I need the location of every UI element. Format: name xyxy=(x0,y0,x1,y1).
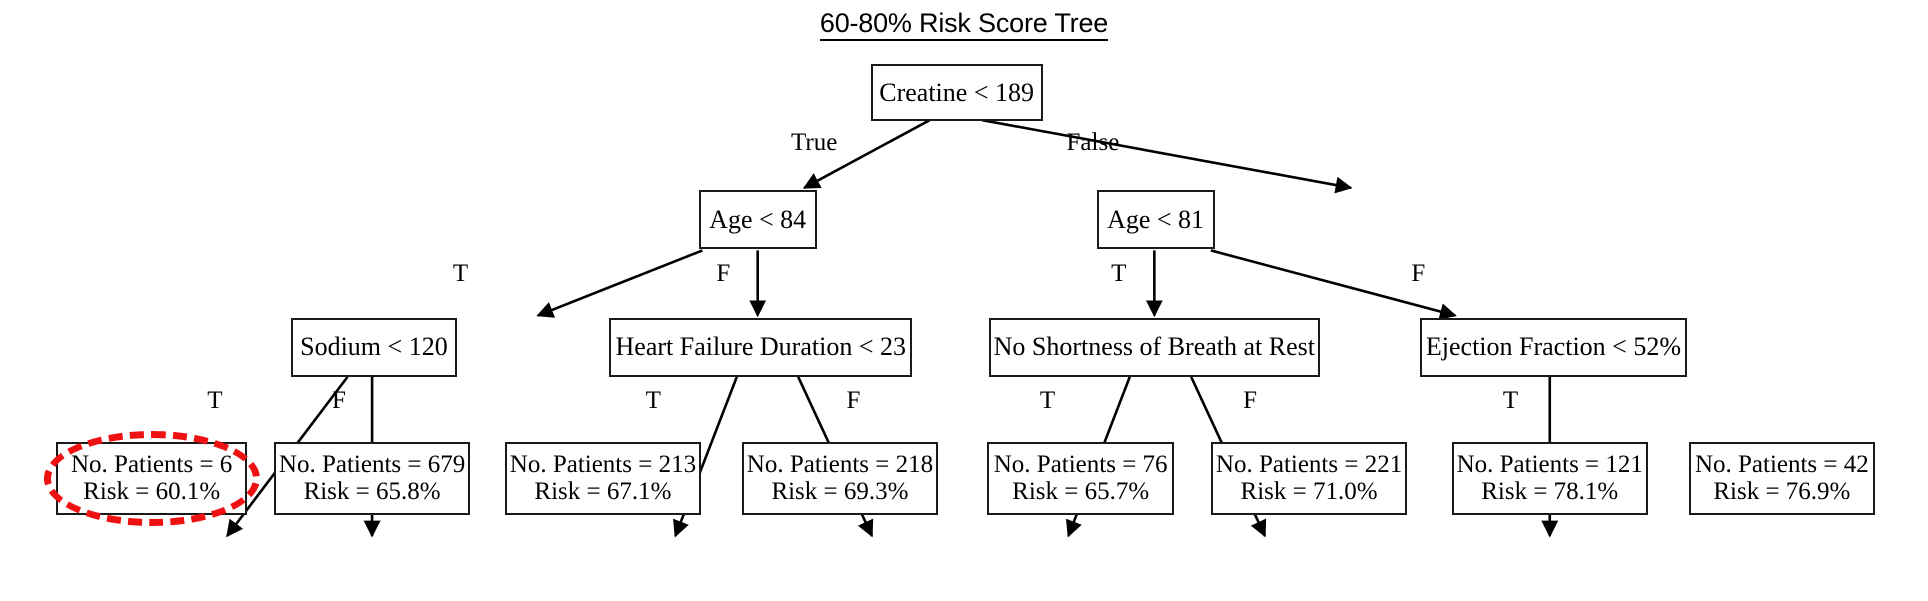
leaf-node-4[interactable]: No. Patients = 218 Risk = 69.3% xyxy=(741,441,939,515)
edge-label-nosob-f: F xyxy=(1243,386,1258,414)
node-age84[interactable]: Age < 84 xyxy=(698,190,817,250)
node-age81-label: Age < 81 xyxy=(1107,204,1205,234)
node-no-shortness-of-breath-label: No Shortness of Breath at Rest xyxy=(993,332,1315,362)
edge-label-nosob-t: T xyxy=(1039,386,1056,414)
edge-label-root-true: True xyxy=(791,128,838,156)
node-heart-failure-duration-label: Heart Failure Duration < 23 xyxy=(615,332,906,362)
edge-age84-to-sodium xyxy=(536,249,703,318)
node-creatine-label: Creatine < 189 xyxy=(879,77,1034,107)
node-ejection-fraction[interactable]: Ejection Fraction < 52% xyxy=(1419,318,1688,377)
leaf-node-2-risk: Risk = 65.8% xyxy=(303,478,441,506)
leaf-node-7-patients: No. Patients = 121 xyxy=(1456,451,1643,479)
node-ejection-fraction-label: Ejection Fraction < 52% xyxy=(1425,332,1681,362)
node-creatine[interactable]: Creatine < 189 xyxy=(870,63,1043,122)
leaf-node-6[interactable]: No. Patients = 221 Risk = 71.0% xyxy=(1210,441,1408,515)
leaf-node-6-risk: Risk = 71.0% xyxy=(1240,478,1378,506)
edge-label-age81-t: T xyxy=(1111,260,1127,288)
leaf-node-4-patients: No. Patients = 218 xyxy=(746,451,934,479)
node-heart-failure-duration[interactable]: Heart Failure Duration < 23 xyxy=(609,318,913,377)
leaf-node-3[interactable]: No. Patients = 213 Risk = 67.1% xyxy=(504,441,702,515)
leaf-node-1-risk: Risk = 60.1% xyxy=(83,478,221,506)
node-no-shortness-of-breath[interactable]: No Shortness of Breath at Rest xyxy=(988,318,1321,377)
edge-label-age84-t: T xyxy=(452,260,469,288)
leaf-node-8-patients: No. Patients = 42 xyxy=(1694,451,1869,479)
leaf-node-8-risk: Risk = 76.9% xyxy=(1713,478,1851,506)
leaf-node-1[interactable]: No. Patients = 6 Risk = 60.1% xyxy=(56,441,247,515)
edge-label-root-false: False xyxy=(1066,128,1120,156)
leaf-node-3-risk: Risk = 67.1% xyxy=(534,478,672,506)
leaf-node-5[interactable]: No. Patients = 76 Risk = 65.7% xyxy=(987,441,1174,515)
edge-label-age84-f: F xyxy=(716,260,731,288)
node-age81[interactable]: Age < 81 xyxy=(1096,190,1215,250)
leaf-node-4-risk: Risk = 69.3% xyxy=(771,478,909,506)
edge-age81-to-ef xyxy=(1210,249,1457,320)
node-age84-label: Age < 84 xyxy=(709,204,807,234)
leaf-node-5-risk: Risk = 65.7% xyxy=(1012,478,1150,506)
figure-title-text: 60-80% Risk Score Tree xyxy=(819,8,1108,41)
figure-title: 60-80% Risk Score Tree xyxy=(0,8,1928,41)
edge-creatine-to-age81 xyxy=(982,118,1353,194)
leaf-node-2-patients: No. Patients = 679 xyxy=(278,451,466,479)
edge-creatine-to-age84 xyxy=(802,119,931,189)
leaf-node-5-patients: No. Patients = 76 xyxy=(993,451,1168,479)
edge-label-sodium-f: F xyxy=(331,386,346,414)
node-sodium[interactable]: Sodium < 120 xyxy=(291,318,457,377)
edge-label-age81-f: F xyxy=(1411,260,1426,288)
leaf-node-7-risk: Risk = 78.1% xyxy=(1481,478,1619,506)
edge-label-ef-t: T xyxy=(1502,386,1519,414)
leaf-node-2[interactable]: No. Patients = 679 Risk = 65.8% xyxy=(273,441,471,515)
leaf-node-7[interactable]: No. Patients = 121 Risk = 78.1% xyxy=(1451,441,1648,515)
edge-label-hfdur-t: T xyxy=(645,386,661,414)
edge-label-hfdur-f: F xyxy=(846,386,861,414)
edge-label-sodium-t: T xyxy=(207,386,223,414)
leaf-node-6-patients: No. Patients = 221 xyxy=(1215,451,1403,479)
leaf-node-1-patients: No. Patients = 6 xyxy=(70,451,233,479)
leaf-node-8[interactable]: No. Patients = 42 Risk = 76.9% xyxy=(1688,441,1876,515)
node-sodium-label: Sodium < 120 xyxy=(300,332,448,362)
leaf-node-3-patients: No. Patients = 213 xyxy=(509,451,697,479)
